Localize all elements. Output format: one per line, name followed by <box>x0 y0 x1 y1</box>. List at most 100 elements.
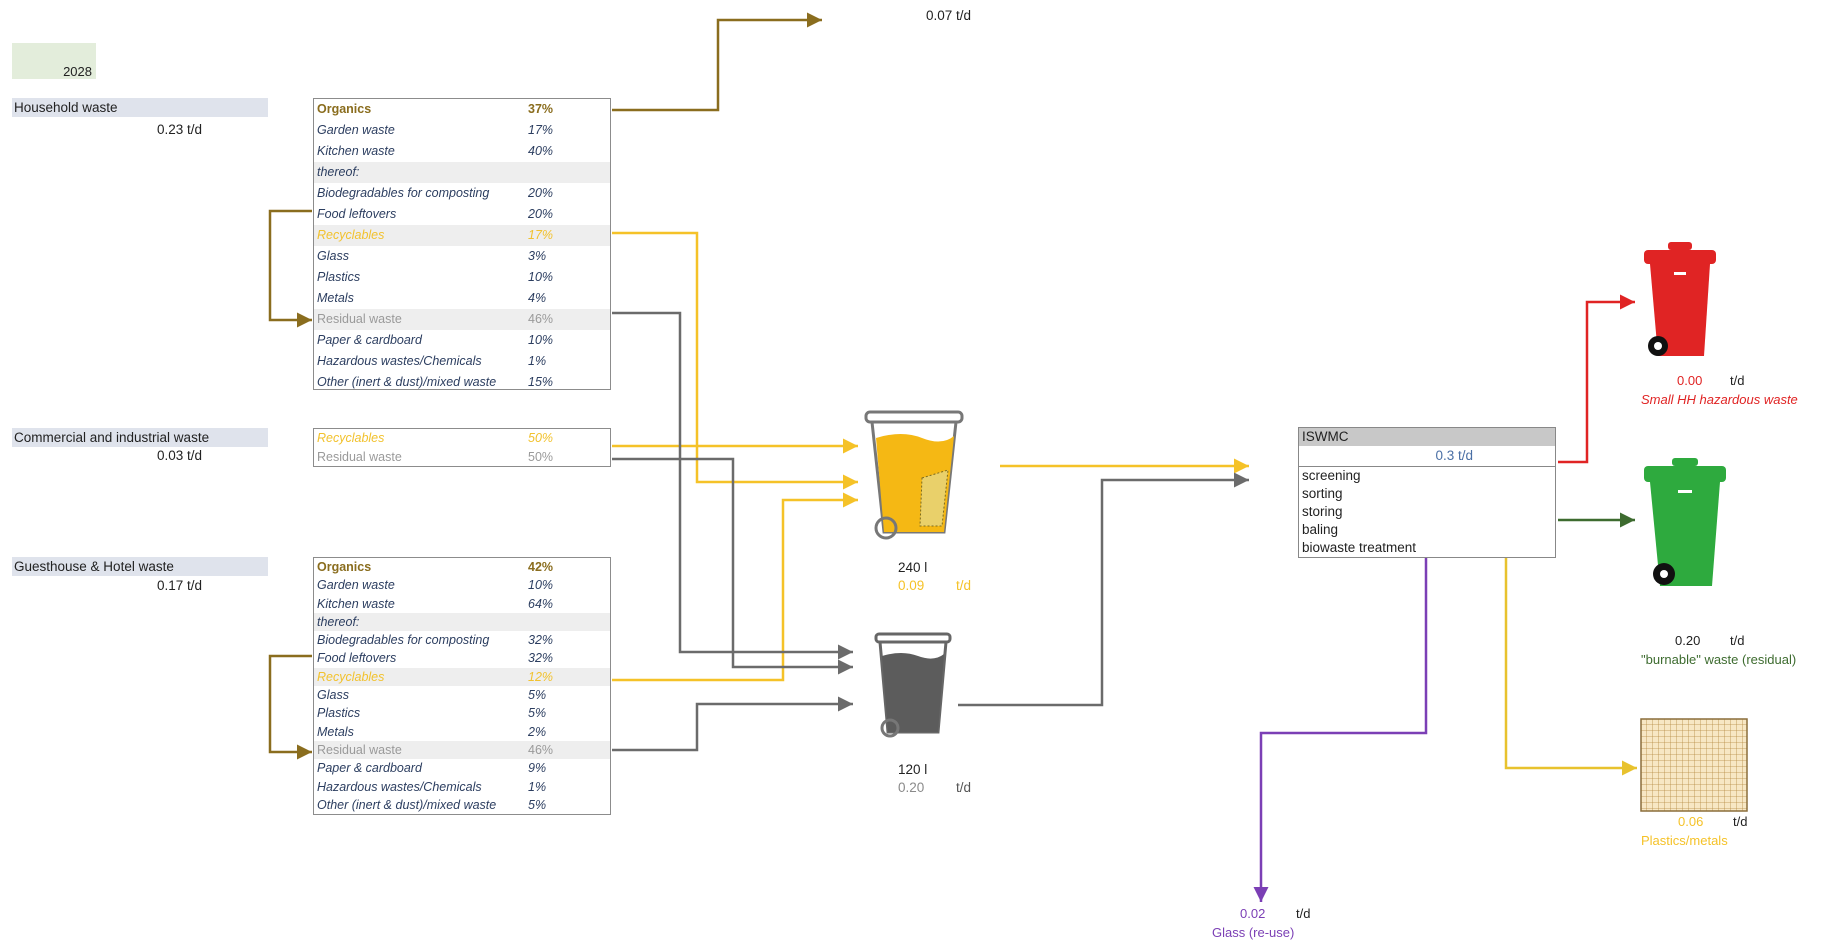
composition-label: Residual waste <box>317 742 402 757</box>
composition-label: Metals <box>317 724 354 739</box>
plastics-label: Plastics/metals <box>1641 833 1728 848</box>
composition-label: Kitchen waste <box>317 596 395 611</box>
composition-percent: 40% <box>528 144 554 158</box>
gh-residual-line <box>612 696 853 752</box>
composition-percent: 5% <box>528 688 547 703</box>
composition-row: Kitchen waste 40% <box>314 141 610 162</box>
glass-flow-line <box>1253 558 1428 902</box>
composition-percent: 32% <box>528 651 554 666</box>
composition-percent: 4% <box>528 291 547 305</box>
composition-label: Other (inert & dust)/mixed waste <box>317 797 497 812</box>
composition-percent: 46% <box>528 742 554 757</box>
composition-percent: 10% <box>528 270 554 284</box>
composition-row: Residual waste 46% <box>314 740 610 760</box>
iswmc-process: screening <box>1302 468 1361 483</box>
composition-label: Biodegradables for composting <box>317 186 490 200</box>
composition-label: Hazardous wastes/Chemicals <box>317 354 482 368</box>
grey-bin-to-iswmc <box>958 472 1249 707</box>
burnable-unit: t/d <box>1730 633 1745 648</box>
composition-label: Kitchen waste <box>317 144 395 158</box>
glass-unit: t/d <box>1296 906 1311 921</box>
green-bin-icon <box>1644 458 1726 586</box>
composition-label: Organics <box>317 102 372 116</box>
composition-percent: 32% <box>528 633 554 648</box>
year-label: 2028 <box>12 43 96 79</box>
plastics-unit: t/d <box>1733 814 1748 829</box>
composition-label: Residual waste <box>317 450 402 464</box>
composition-row: Food leftovers 20% <box>314 204 610 225</box>
composition-percent: 50% <box>528 431 554 445</box>
composition-label: Other (inert & dust)/mixed waste <box>317 375 497 389</box>
iswmc-value: 0.3 t/d <box>1299 446 1555 467</box>
composition-percent: 3% <box>528 249 547 263</box>
composition-percent: 15% <box>528 375 554 389</box>
yellow-bin-value: 0.09 <box>898 578 925 593</box>
composition-row: Recyclables 50% <box>314 429 610 448</box>
composition-percent: 1% <box>528 354 547 368</box>
composition-label: Recyclables <box>317 431 385 445</box>
glass-value: 0.02 <box>1240 906 1266 921</box>
top-output-value: 0.07 t/d <box>926 8 972 23</box>
composition-row: Food leftovers 32% <box>314 649 610 667</box>
composition-percent: 37% <box>528 102 554 116</box>
composition-label: Glass <box>317 688 349 703</box>
composition-percent: 50% <box>528 450 554 464</box>
hazardous-unit: t/d <box>1730 373 1745 388</box>
commercial-waste-label: Commercial and industrial waste <box>12 428 268 447</box>
composition-label: thereof: <box>317 165 360 179</box>
burnable-label: "burnable" waste (residual) <box>1641 652 1797 667</box>
composition-label: Food leftovers <box>317 651 397 666</box>
composition-label: Food leftovers <box>317 207 397 221</box>
yellow-bin-unit: t/d <box>956 578 972 593</box>
composition-percent: 46% <box>528 312 554 326</box>
composition-percent: 20% <box>528 207 554 221</box>
composition-row: Metals 2% <box>314 723 610 741</box>
composition-percent: 64% <box>528 596 554 611</box>
burnable-value: 0.20 <box>1675 633 1701 648</box>
composition-label: Plastics <box>317 706 361 721</box>
grey-bin-volume: 120 l <box>898 762 928 777</box>
composition-label: thereof: <box>317 614 360 629</box>
ci-residual-line <box>612 457 853 675</box>
guesthouse-waste-label: Guesthouse & Hotel waste <box>12 557 268 576</box>
composition-row: Hazardous wastes/Chemicals 1% <box>314 351 610 372</box>
iswmc-title: ISWMC <box>1299 428 1555 446</box>
household-waste-value: 0.23 t/d <box>156 122 202 137</box>
yellow-bin-volume: 240 l <box>898 560 928 575</box>
composition-row: Other (inert & dust)/mixed waste 15% <box>314 372 610 393</box>
hazardous-flow-line <box>1558 294 1635 464</box>
red-bin-icon <box>1644 242 1716 356</box>
composition-row: Plastics 10% <box>314 267 610 288</box>
composition-label: Plastics <box>317 270 361 284</box>
guesthouse-bracket <box>268 654 312 760</box>
composition-label: Recyclables <box>317 228 385 242</box>
composition-percent: 1% <box>528 779 547 794</box>
composition-row: thereof: <box>314 612 610 632</box>
composition-percent: 42% <box>528 560 554 574</box>
composition-label: Garden waste <box>317 123 395 137</box>
bale-icon <box>1640 718 1748 812</box>
composition-row: Organics 37% <box>314 99 610 120</box>
iswmc-process: storing <box>1302 504 1343 519</box>
household-waste-label: Household waste <box>12 98 268 117</box>
household-bracket <box>268 209 312 328</box>
composition-percent: 2% <box>528 724 547 739</box>
hazardous-label: Small HH hazardous waste <box>1641 392 1798 407</box>
plastics-value: 0.06 <box>1678 814 1704 829</box>
composition-label: Recyclables <box>317 669 385 684</box>
composition-label: Garden waste <box>317 578 395 593</box>
